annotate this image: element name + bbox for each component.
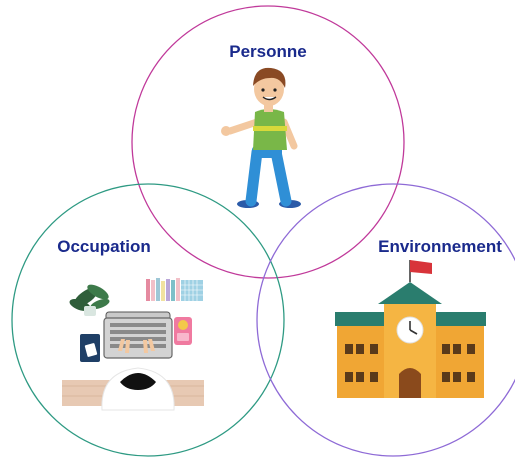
occupation-label: Occupation (57, 237, 151, 256)
occupation-circle (11, 183, 285, 457)
laptop-desk-icon (62, 278, 204, 411)
boy-figure-icon (221, 67, 301, 208)
person-label: Personne (229, 42, 306, 61)
environment-circle (256, 183, 515, 457)
environment-label: Environnement (378, 237, 502, 256)
person-circle (131, 5, 405, 279)
school-building-icon (335, 260, 486, 398)
